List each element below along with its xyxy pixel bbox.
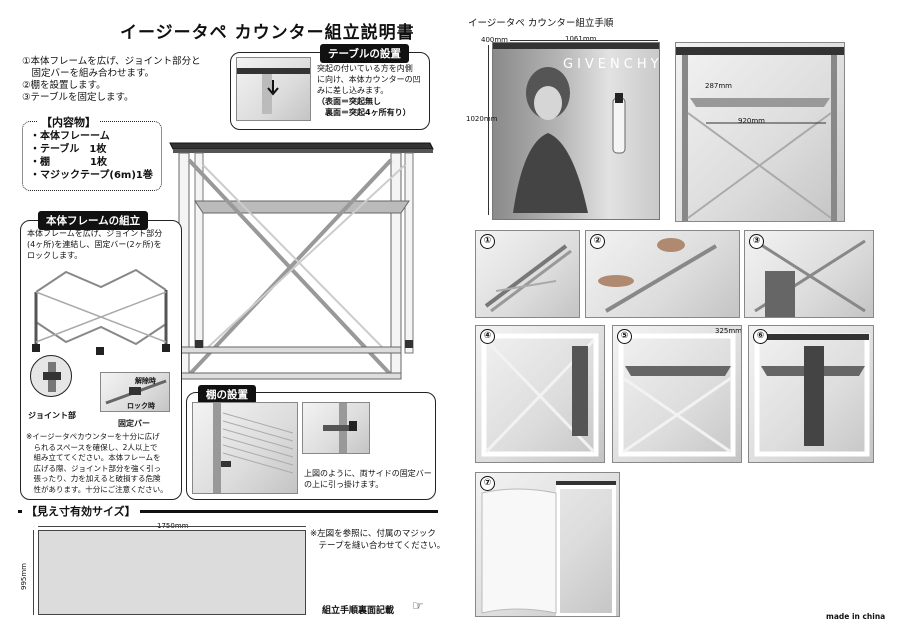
height-dim-line (488, 45, 489, 215)
counter-graphic-photo: GIVENCHY (492, 42, 660, 220)
contents-item: ・テーブル 1枚 (30, 144, 107, 155)
frame-assembly-text: 本体フレームを広げ、ジョイント部分 (4ヶ所)を連結し、固定バー(2ヶ所)を ロ… (27, 228, 177, 261)
warning-line: 組み立ててください。本体フレームを (26, 453, 161, 462)
step-5-photo: ⑤ 325mm (612, 325, 742, 463)
assembly-procedure-title: イージータペ カウンター組立手順 (468, 18, 614, 29)
table-setup-heading: テーブルの設置 (320, 44, 409, 63)
visible-height: 995mm (20, 563, 28, 590)
warning-line: 張ったり、力を加えると破損する危険 (26, 474, 161, 483)
warning-line: られるスペースを確保し、2人以上で (26, 442, 158, 452)
height-dimension-line (33, 530, 34, 615)
step-number: ⑦ (480, 476, 495, 491)
table-setup-line: 裏面＝突起4ヶ所有り） (317, 108, 411, 117)
step-line: ③テーブルを固定します。 (22, 92, 134, 103)
folded-frame-illustration (32, 268, 170, 355)
assembly-steps: ①本体フレームを広げ、ジョイント部分と 固定バーを組み合わせます。 ②棚を設置し… (22, 56, 201, 104)
step-number: ④ (480, 329, 495, 344)
warning-line: 広げる際、ジョイント部分を強く引っ (26, 463, 161, 473)
width-dim: 1061mm (565, 35, 597, 43)
step-7-photo: ⑦ (475, 472, 620, 617)
warning-line: 性があります。十分にご注意ください。 (26, 484, 168, 494)
page-title: イージータペ カウンター組立説明書 (120, 23, 415, 43)
contents-item: ・棚 1枚 (30, 157, 107, 168)
shelf-detail-photo (302, 402, 370, 454)
pointing-hand-icon: ☞ (412, 599, 424, 614)
release-label: 解除時 (135, 377, 156, 385)
step-number: ⑥ (753, 329, 768, 344)
visible-area (38, 530, 306, 615)
table-setup-text: 突起の付いている方を内側 に向け、本体カウンターの凹 みに差し込みます。 （表面… (317, 63, 427, 118)
shelf-setup-line: 上図のように、両サイドの固定バー (304, 469, 432, 478)
contents-heading: 【内容物】 (38, 114, 99, 130)
counter-back-photo (675, 42, 845, 222)
shelf-setup-line: の上に引っ掛けます。 (304, 480, 384, 489)
visible-size-rule (18, 510, 438, 513)
height-dim: 1020mm (466, 115, 498, 123)
step-line: ①本体フレームを広げ、ジョイント部分と (22, 56, 201, 67)
contents-list: ・本体フレーーム ・テーブル 1枚 ・棚 1枚 ・マジックテープ(6m)1巻 (30, 130, 153, 182)
shelf-depth-dim: 287mm (705, 82, 732, 90)
depth-dim: 400mm (481, 36, 508, 44)
frame-assembly-line: 本体フレームを広げ、ジョイント部分 (27, 229, 163, 238)
step-2-photo: ② (585, 230, 740, 318)
step-line: 固定バーを組み合わせます。 (22, 68, 155, 79)
made-in-label: made in china (826, 612, 886, 621)
lock-label: ロック時 (127, 402, 155, 410)
table-setup-line: に向け、本体カウンターの凹 (317, 75, 421, 84)
frame-assembly-heading: 本体フレームの組立 (38, 211, 149, 230)
step-number: ③ (749, 234, 764, 249)
width-dim-line (510, 40, 658, 41)
warning-line: ※イージータペカウンターを十分に広げ (26, 432, 160, 441)
step-4-photo: ④ (475, 325, 605, 463)
step-number: ② (590, 234, 605, 249)
table-setup-line: （表面＝突起無し (317, 97, 381, 106)
step-5-dim: 325mm (715, 327, 742, 335)
contents-item: ・本体フレーーム (30, 131, 110, 142)
width-dimension-line (38, 526, 306, 527)
step-number: ⑤ (617, 329, 632, 344)
shelf-setup-text: 上図のように、両サイドの固定バー の上に引っ掛けます。 (304, 468, 432, 490)
fixing-bar-label: 固定バー (118, 419, 150, 428)
step-3-photo: ③ (744, 230, 874, 318)
visible-size-heading: 【見え寸有効サイズ】 (22, 503, 140, 519)
shelf-setup-heading: 棚の設置 (198, 385, 256, 404)
visible-note-line: ※左図を参照に、付属のマジック (310, 529, 436, 539)
visible-note-line: テープを縫い合わせてください。 (310, 541, 446, 551)
table-setup-line: みに差し込みます。 (317, 86, 389, 95)
visible-size-note: ※左図を参照に、付属のマジック テープを縫い合わせてください。 (310, 528, 445, 552)
contents-item: ・マジックテープ(6m)1巻 (30, 170, 153, 181)
step-number: ① (480, 234, 495, 249)
counter-frame-illustration (169, 142, 434, 380)
frame-assembly-line: (4ヶ所)を連結し、固定バー(2ヶ所)を (27, 240, 162, 249)
step-line: ②棚を設置します。 (22, 80, 106, 91)
shelf-width-dim: 920mm (738, 117, 765, 125)
joint-detail-circle (30, 355, 72, 397)
brand-text: GIVENCHY (563, 57, 660, 72)
frame-assembly-line: ロックします。 (27, 251, 83, 260)
shelf-photo (192, 402, 298, 494)
frame-warning: ※イージータペカウンターを十分に広げ られるスペースを確保し、2人以上で 組み立… (26, 432, 178, 495)
step-6-photo: ⑥ (748, 325, 874, 463)
table-setup-line: 突起の付いている方を内側 (317, 64, 413, 73)
back-page-note: 組立手順裏面記載 (322, 606, 395, 616)
fixing-bar-photo (100, 372, 170, 412)
table-setup-photo (236, 57, 311, 121)
joint-label: ジョイント部 (28, 411, 76, 420)
step-1-photo: ① (475, 230, 580, 318)
